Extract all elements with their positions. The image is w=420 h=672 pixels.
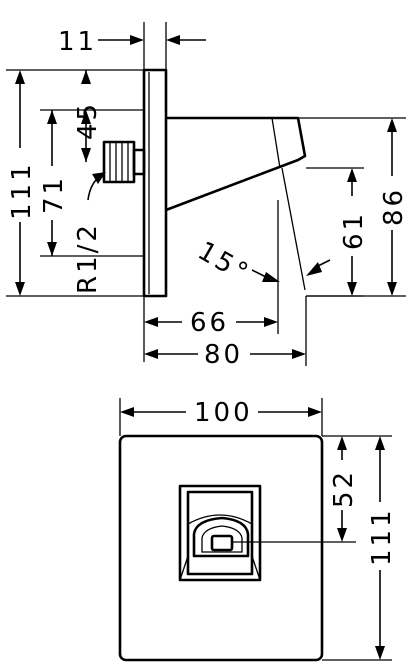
dim-66: 66 (143, 200, 279, 362)
dim-80-text: 80 (204, 340, 243, 370)
dim-angle-text: 15° (193, 236, 256, 290)
dim-61-text: 61 (339, 211, 369, 250)
dim-thread: R1/2 (73, 172, 106, 294)
dim-100-text: 100 (194, 398, 253, 428)
dim-11: 11 (58, 22, 206, 70)
dim-111-side-text: 111 (7, 161, 37, 220)
dim-71: 71 (39, 110, 144, 257)
dim-52-text: 52 (329, 469, 359, 508)
dim-111-front: 111 (322, 436, 397, 661)
dim-80: 80 (144, 296, 307, 370)
dim-100: 100 (119, 398, 323, 436)
stream-angle-line (281, 167, 306, 291)
dim-11-text: 11 (58, 27, 97, 57)
dim-111-side: 111 (6, 69, 144, 297)
dim-111-front-text: 111 (367, 507, 397, 566)
front-cover-plate (118, 434, 324, 662)
side-spout-body (165, 116, 307, 212)
side-wall-plate (142, 68, 168, 298)
dim-86: 86 (298, 117, 409, 297)
dim-45: 45 (40, 70, 144, 162)
spout-edge-line (271, 117, 281, 169)
front-outlet-housing (178, 484, 262, 582)
side-view: 11 111 45 71 (6, 22, 409, 370)
dim-angle: 15° (193, 236, 331, 290)
dim-thread-text: R1/2 (73, 222, 103, 294)
dim-52: 52 (232, 435, 392, 543)
dim-66-text: 66 (190, 308, 229, 338)
threaded-connector (102, 140, 146, 184)
dim-71-text: 71 (39, 175, 69, 214)
dim-45-text: 45 (73, 101, 103, 140)
dim-61: 61 (306, 167, 369, 297)
front-view: 100 52 111 (118, 398, 397, 662)
dim-86-text: 86 (379, 187, 409, 226)
